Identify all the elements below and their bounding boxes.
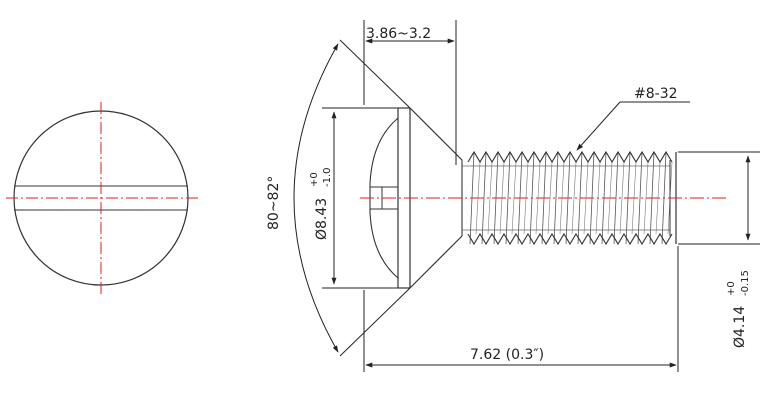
head-curve-lower (369, 211, 399, 279)
shank-dia-text-group: Ø4.14 +0 -0.15 (726, 270, 751, 348)
head-height-label: 3.86~3.2 (366, 26, 431, 42)
length-label: 7.62 (0.3″) (470, 347, 544, 363)
countersink-lower (409, 235, 463, 289)
countersink-upper (409, 107, 463, 161)
angle-ext-upper (339, 39, 411, 109)
angle-label: 80~82° (266, 176, 282, 230)
head-dia-label: Ø8.43 (314, 198, 330, 240)
screw-side-view (360, 107, 726, 289)
thread-crest-top (467, 150, 673, 164)
angle-text-group: 80~82° (266, 176, 282, 230)
head-dia-tol-lower: -1.0 (322, 167, 333, 187)
thread-flank-line (505, 151, 511, 245)
shank-dia-label: Ø4.14 (732, 306, 748, 348)
head-dia-tol-upper: +0 (309, 172, 320, 187)
thread-root-line (619, 161, 625, 235)
thread-flank-line (637, 151, 643, 245)
thread-root-line (487, 161, 493, 235)
head-curve-upper (369, 117, 399, 185)
angle-arc (293, 43, 339, 353)
thread-spec-label: #8-32 (634, 86, 678, 102)
angle-ext-lower (339, 287, 411, 357)
thread-flank-line (553, 151, 559, 245)
shank-dia-tol-lower: -0.15 (740, 270, 751, 296)
thread-leader-diagonal (576, 101, 621, 151)
head-dia-text-group: Ø8.43 +0 -1.0 (309, 167, 333, 240)
dimensions: 3.86~3.2 Ø8.43 +0 -1.0 80~82° #8-32 Ø4.1… (266, 20, 760, 372)
shank-dia-tol-upper: +0 (726, 281, 737, 296)
thread-root-line (571, 161, 577, 235)
thread-crest-bottom (467, 232, 673, 246)
head-top-view (6, 102, 198, 296)
